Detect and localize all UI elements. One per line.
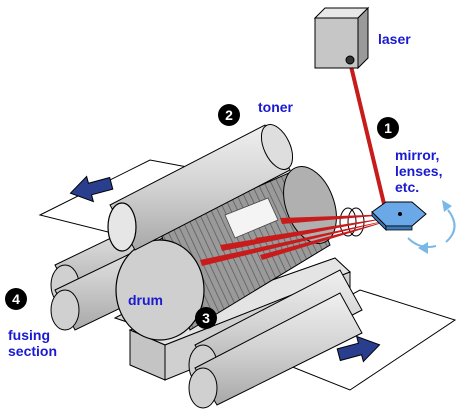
step-marker-2: 2 (218, 104, 240, 126)
toner-label: toner (258, 99, 294, 115)
step-marker-3: 3 (195, 307, 217, 329)
mirror-label-line2: lenses, (395, 163, 442, 179)
step-number-1: 1 (384, 120, 392, 136)
drum-label: drum (128, 292, 163, 308)
fusing-label-line2: section (8, 343, 57, 359)
step-number-2: 2 (225, 107, 233, 123)
laser-unit-icon (315, 8, 368, 68)
step-marker-4: 4 (5, 288, 27, 310)
laser-label: laser (378, 31, 411, 47)
step-number-4: 4 (12, 291, 20, 307)
step-marker-1: 1 (377, 117, 399, 139)
hexagonal-mirror-icon (372, 202, 426, 230)
fusing-label-line1: fusing (8, 327, 50, 343)
mirror-label-line3: etc. (395, 179, 419, 195)
step-number-3: 3 (202, 310, 210, 326)
mirror-label-line1: mirror, (395, 147, 439, 163)
